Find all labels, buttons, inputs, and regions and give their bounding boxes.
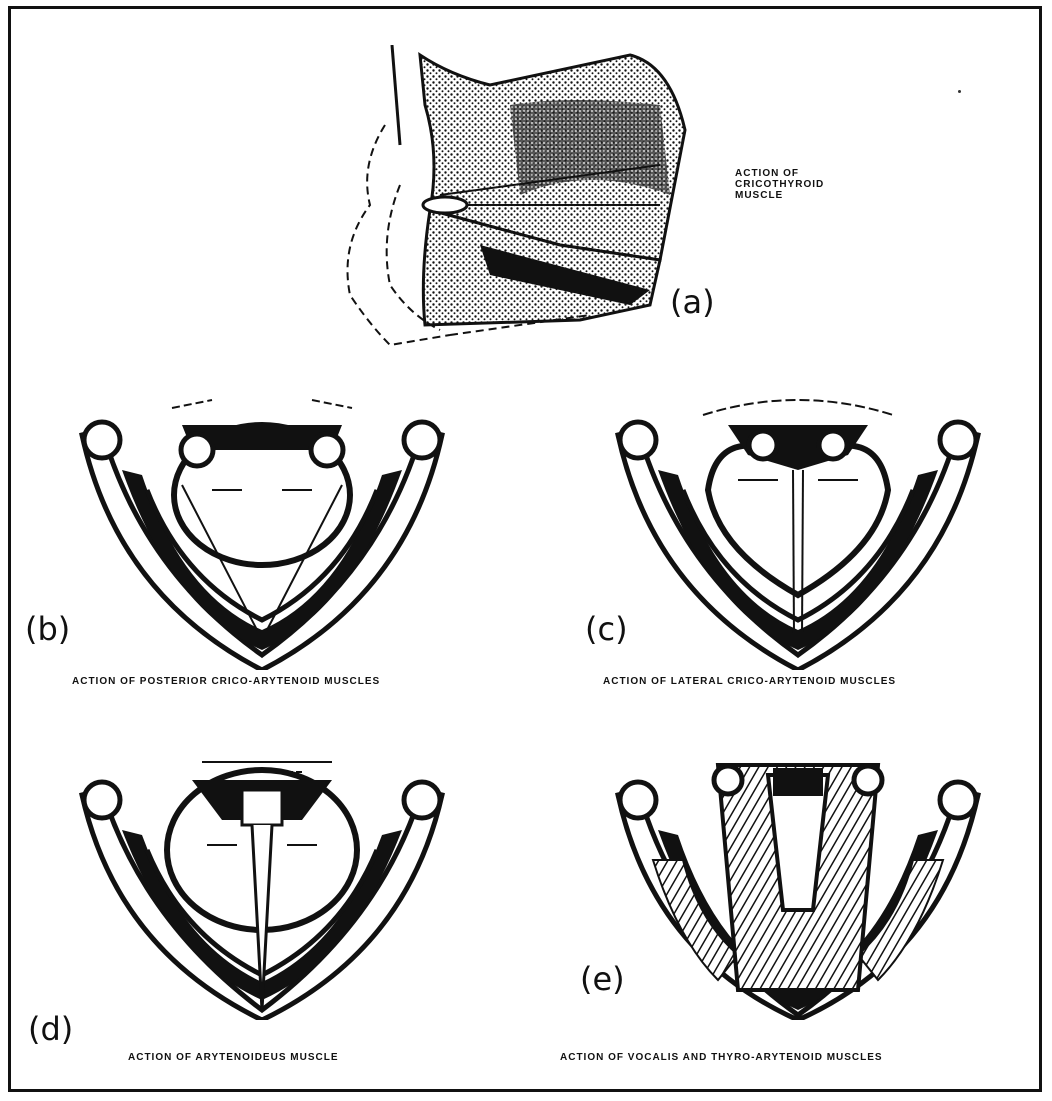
- cricothyroid-illustration: [330, 45, 710, 355]
- caption-a: ACTION OF CRICOTHYROID MUSCLE: [735, 168, 825, 201]
- caption-d: ACTION OF ARYTENOIDEUS MUSCLE: [128, 1052, 338, 1063]
- lateral-cricoarytenoid-illustration: [598, 380, 998, 670]
- panel-label-c: (c): [585, 610, 628, 648]
- vocalis-thyroarytenoid-illustration: [598, 740, 998, 1020]
- panel-label-b: (b): [25, 610, 70, 648]
- panel-label-d: (d): [28, 1010, 73, 1048]
- panel-label-a: (a): [670, 283, 715, 321]
- caption-c: ACTION OF LATERAL CRICO-ARYTENOID MUSCLE…: [603, 676, 896, 687]
- caption-b: ACTION OF POSTERIOR CRICO-ARYTENOID MUSC…: [72, 676, 380, 687]
- caption-e: ACTION OF VOCALIS AND THYRO-ARYTENOID MU…: [560, 1052, 883, 1063]
- panel-label-e: (e): [580, 960, 625, 998]
- speck-mark: [958, 90, 961, 93]
- arytenoideus-illustration: [62, 720, 462, 1020]
- posterior-cricoarytenoid-illustration: [62, 380, 462, 670]
